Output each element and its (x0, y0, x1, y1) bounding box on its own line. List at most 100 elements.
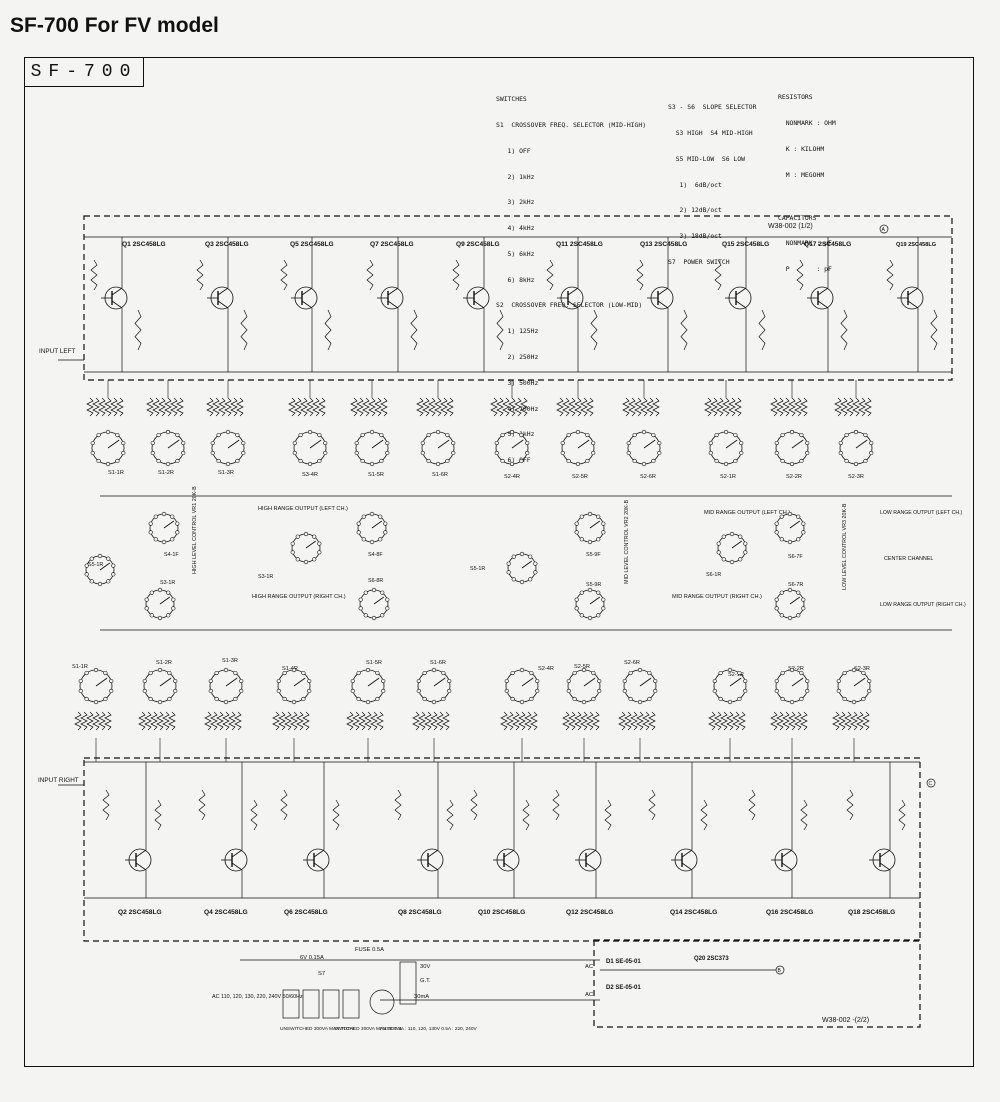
switch-deck-label: S1-2R (158, 470, 174, 476)
resistor-symbol (364, 711, 372, 731)
transistor-emitter (231, 862, 243, 871)
transistor-symbol (671, 848, 698, 872)
resistor-symbol (704, 397, 712, 417)
rotary-switch-contact (170, 514, 175, 519)
resistor-symbol (506, 711, 514, 731)
transistor-label: Q7 2SC458LG (370, 241, 414, 248)
rotary-switch-contact (156, 432, 161, 438)
transistor-label: Q11 2SC458LG (556, 241, 603, 248)
resistor-symbol (306, 397, 314, 417)
resistor-symbol (442, 711, 450, 731)
legend-line: 5) 1kHz (496, 430, 535, 439)
rotary-switch-contact (105, 461, 111, 467)
rotary-switch-contact (103, 670, 108, 676)
rotary-switch-contact (148, 670, 153, 676)
transistor-symbol (897, 286, 924, 310)
rotary-switch-contact (157, 615, 163, 621)
rotary-switch-contact (156, 458, 161, 464)
rotary-switch-contact (148, 521, 153, 526)
rotary-switch-contact (303, 531, 309, 537)
legend-line: S5 MID-LOW S6 LOW (668, 154, 745, 163)
switch-deck-label: S1-3R (222, 658, 238, 664)
diode-label: D2 SE-05-01 (606, 985, 641, 991)
rotary-switch-contact (799, 432, 804, 438)
rotary-switch-contact (729, 531, 735, 537)
resistor-symbol (104, 711, 112, 731)
rotary-switch-contact (378, 514, 383, 519)
rotary-switch-contact (323, 440, 328, 446)
rotary-switch-contact (529, 670, 534, 676)
rotary-switch-contact (738, 534, 743, 539)
transformer-current-label: 30mA (414, 994, 429, 1000)
resistor-symbol (138, 711, 146, 731)
rotary-switch-contact (170, 537, 175, 542)
switch-deck-label: S2-4R (538, 666, 554, 672)
transistor-emitter (111, 300, 123, 309)
rotary-switch-contact (653, 678, 658, 684)
switch-deck-label: S3-1R (258, 574, 273, 580)
rotary-switch-contact (166, 590, 171, 595)
frame-label: SF-700 (24, 57, 144, 87)
legend-slope: S3 - S6 SLOPE SELECTOR S3 HIGH S4 MID-HI… (668, 86, 757, 275)
rotary-switch-contact (208, 678, 213, 684)
resistor-symbol (800, 397, 808, 417)
resistor-symbol (170, 397, 178, 417)
transistor-label: Q16 2SC458LG (766, 909, 813, 916)
rotary-switch-contact (361, 537, 366, 542)
resistor-symbol (546, 259, 554, 291)
rotary-switch-contact (796, 590, 801, 595)
rotary-switch-contact (533, 570, 538, 575)
legend-line: 2) 250Hz (496, 353, 539, 361)
resistor-symbol (434, 397, 442, 417)
legend-line: NONMARK : OHM (778, 118, 836, 127)
rotary-switch-contact (799, 696, 804, 702)
transistor-emitter (301, 300, 313, 309)
rotary-switch-contact (601, 521, 606, 526)
rotary-switch-contact (647, 670, 652, 676)
rotary-switch-wiper (589, 520, 601, 529)
rotary-switch-contact (511, 577, 516, 582)
rotary-switch-contact (842, 696, 847, 702)
rotary-switch-wiper (729, 677, 742, 687)
rotary-switch-contact (519, 667, 525, 673)
rotary-switch-contact (298, 458, 303, 464)
outlet-switched (322, 989, 340, 1019)
legend-line: 4) 4kHz (496, 224, 535, 233)
resistor-symbol (580, 397, 588, 417)
rotary-switch-contact (657, 440, 662, 446)
switch-deck-labels-lower: S1-1R S1-2R S1-3R S1-4R S1-5R S1-6R S2-4… (72, 658, 870, 678)
rotary-switch-contact (144, 606, 149, 611)
rotary-switch-contact (447, 688, 452, 694)
rotary-switch-symbol (292, 429, 328, 467)
rotary-switch-contact (780, 670, 785, 676)
switch-deck-label: S2-2R (786, 474, 802, 480)
legend-line: 6) 8kHz (496, 275, 535, 284)
rotary-switch-contact (375, 696, 380, 702)
rotary-switch-contact (435, 429, 441, 435)
resistor-symbol (518, 711, 526, 731)
transistor-collector (657, 287, 669, 296)
rotary-switch-wiper (731, 540, 743, 549)
rotary-switch-contact (533, 561, 538, 566)
rotary-switch-contact (504, 678, 509, 684)
rotary-switch-contact (637, 667, 643, 673)
transistor-emitter (781, 862, 793, 871)
transistor-label: Q17 2SC458LG (804, 241, 851, 248)
legend-line: 3) 2kHz (496, 198, 535, 207)
rotary-switch-contact (235, 432, 240, 438)
rotary-switch-contact (581, 667, 587, 673)
rotary-switch-contact (591, 696, 596, 702)
resistor-symbol (288, 397, 296, 417)
switch-deck-label: S1-3R (218, 470, 234, 476)
resistor-symbol (358, 711, 366, 731)
upper-board-outline (83, 215, 953, 381)
legend-line: S2 CROSSOVER FREQ. SELECTOR (LOW-MID) (496, 301, 643, 310)
rotary-switch-contact (317, 541, 322, 546)
resistor-symbol (530, 711, 538, 731)
page-title: SF-700 For FV model (10, 14, 219, 37)
rotary-switch-contact (596, 537, 601, 542)
resistor-symbol (846, 397, 854, 417)
rotary-switch-contact (587, 511, 593, 517)
rotary-switch-contact (292, 440, 297, 446)
legend-line: 5) 6kHz (496, 249, 535, 258)
